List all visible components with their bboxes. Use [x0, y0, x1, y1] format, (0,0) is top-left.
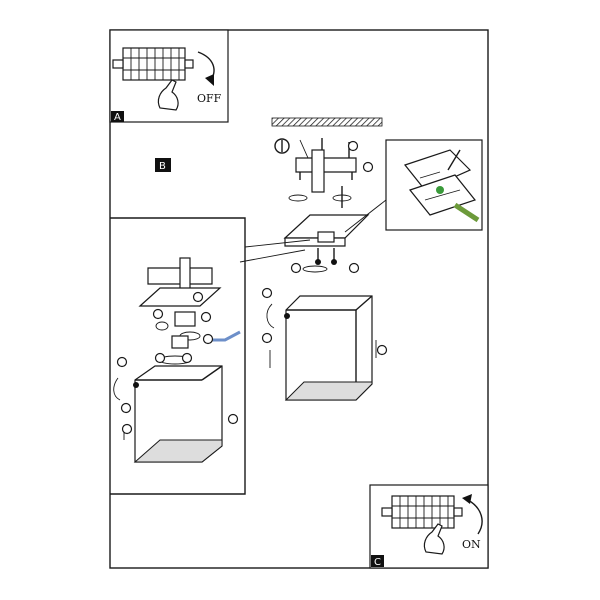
- callout: [347, 140, 359, 152]
- callout: [116, 356, 128, 368]
- screwdriver-icon: [447, 149, 461, 171]
- socket-icon: [171, 335, 189, 349]
- cube-lamp-assembled: [266, 295, 377, 401]
- callout: [202, 333, 214, 345]
- callout: [290, 262, 302, 274]
- callout: [227, 413, 239, 425]
- callout: [261, 332, 273, 344]
- callouts: [116, 140, 388, 435]
- callout: [154, 352, 166, 364]
- exploded-view-panel: [110, 217, 246, 495]
- hand-icon: [157, 79, 179, 111]
- arrow-head-icon: [205, 74, 214, 86]
- ground-terminal-icon: [436, 186, 444, 194]
- off-label: OFF: [197, 92, 222, 105]
- step-label-b: B: [159, 161, 166, 172]
- wiring-detail: [344, 139, 483, 233]
- terminal-icon: [174, 311, 196, 327]
- drill-icon: [274, 138, 290, 154]
- callout: [261, 287, 273, 299]
- callout: [152, 308, 164, 320]
- rotate-arrow-icon: [467, 499, 483, 535]
- step-badge-c: [371, 555, 384, 567]
- callout: [376, 344, 388, 356]
- step-label-c: C: [374, 557, 381, 568]
- step-label-a: A: [114, 112, 121, 123]
- ceiling-mount-assembly: [271, 117, 383, 273]
- arrow-head-icon: [462, 494, 472, 504]
- step-badge-b: [155, 158, 171, 172]
- callout: [362, 161, 374, 173]
- rotate-mark-icon: [288, 194, 308, 202]
- terminal-block-icon: [381, 495, 463, 529]
- callout: [181, 352, 193, 364]
- hand-icon: [423, 523, 445, 555]
- exploded-view-frame: [110, 217, 246, 495]
- callout: [120, 402, 132, 414]
- ceiling-hatch: [271, 117, 383, 127]
- base-plate: [138, 287, 222, 307]
- step-badge-a: [111, 111, 124, 122]
- callout: [200, 311, 212, 323]
- callout: [121, 423, 133, 435]
- panel-a: OFF A: [109, 29, 229, 123]
- on-label: ON: [462, 538, 481, 551]
- terminal-block-icon: [112, 47, 194, 81]
- callout: [348, 262, 360, 274]
- panel-c: ON C: [369, 484, 489, 569]
- mounting-bracket: [295, 157, 357, 173]
- green-wire: [453, 202, 480, 223]
- callout: [192, 291, 204, 303]
- main-frame: [109, 29, 489, 569]
